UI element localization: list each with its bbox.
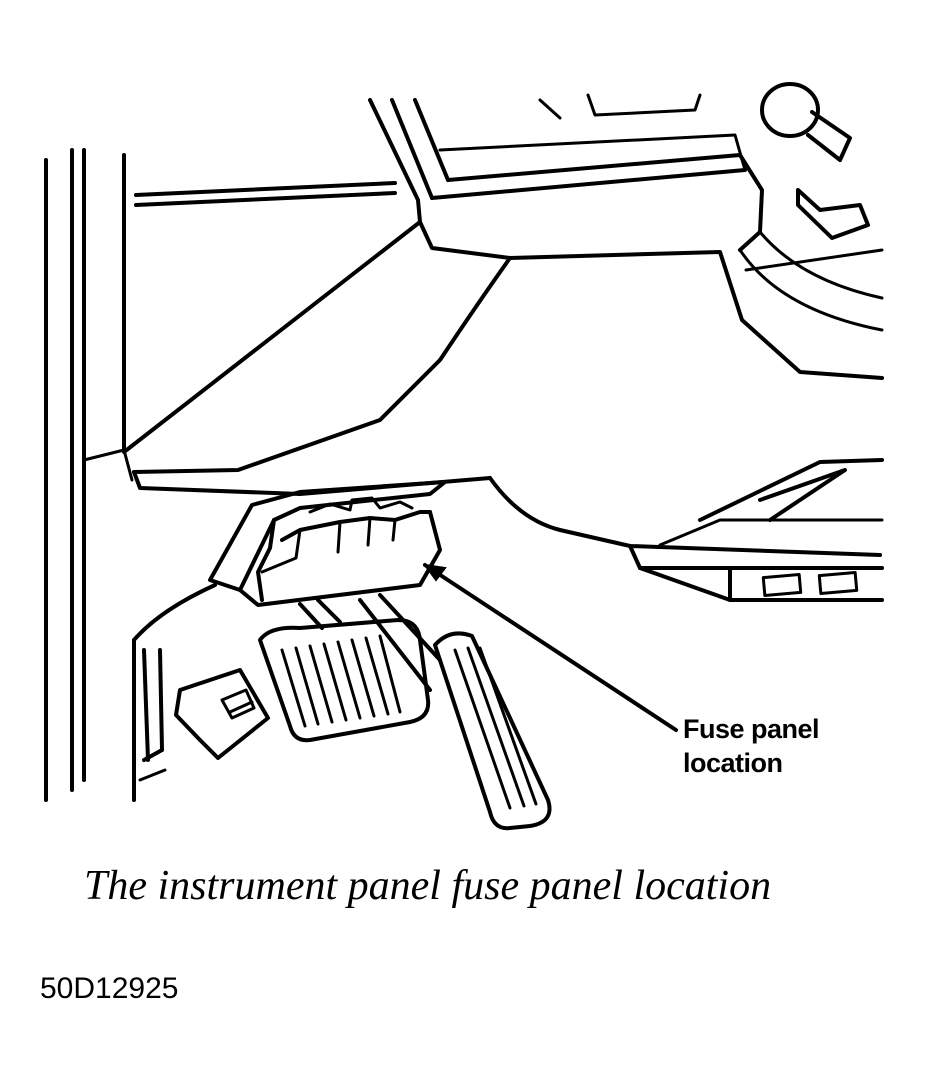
fuse-panel-location-label: Fuse panel location [683,712,820,780]
callout-line-1: Fuse panel [683,714,820,744]
figure-id: 50D12925 [40,972,179,1005]
brake-pedal [258,598,431,743]
door-pillar [44,148,134,802]
callout-leader-line [422,563,678,732]
center-console [628,458,884,602]
accelerator-pedal [358,593,552,831]
console-vent-left [761,572,803,598]
instrument-panel-lower-cover [132,220,884,557]
headlamp-knob [760,82,870,240]
callout-line-2: location [683,748,783,778]
dashboard-upper-trim [122,93,764,454]
figure-caption: The instrument panel fuse panel location [84,863,772,909]
parking-brake-pedal [132,583,270,802]
fuse-panel-block [208,480,447,607]
console-vent-right [817,570,859,596]
